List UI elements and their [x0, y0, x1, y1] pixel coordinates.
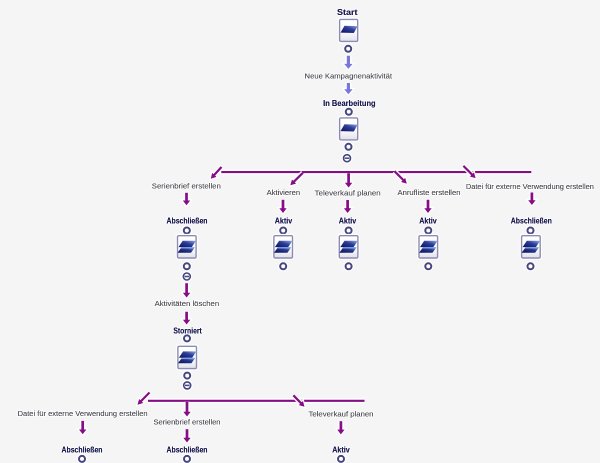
svg-text:Abschließen: Abschließen	[167, 445, 208, 454]
svg-text:Aktiv: Aktiv	[275, 216, 293, 225]
svg-text:In Bearbeitung: In Bearbeitung	[323, 99, 376, 108]
svg-text:Aktivitäten löschen: Aktivitäten löschen	[155, 299, 220, 308]
svg-text:Start: Start	[337, 8, 358, 17]
svg-text:Aktiv: Aktiv	[275, 216, 293, 225]
svg-text:Storniert: Storniert	[173, 327, 202, 336]
svg-text:Anrufliste erstellen: Anrufliste erstellen	[398, 188, 461, 197]
svg-text:Aktivitäten löschen: Aktivitäten löschen	[155, 299, 220, 308]
svg-text:Aktiv: Aktiv	[332, 445, 350, 454]
svg-text:Abschließen: Abschließen	[511, 216, 552, 225]
svg-text:Televerkauf planen: Televerkauf planen	[315, 189, 381, 198]
svg-text:Aktiv: Aktiv	[339, 216, 357, 225]
svg-text:Abschließen: Abschließen	[62, 445, 103, 454]
svg-text:Abschließen: Abschließen	[167, 445, 208, 454]
svg-text:Aktivieren: Aktivieren	[267, 188, 301, 197]
svg-text:Neue Kampagnenaktivität: Neue Kampagnenaktivität	[305, 72, 393, 81]
svg-text:In Bearbeitung: In Bearbeitung	[323, 99, 376, 108]
svg-text:Abschließen: Abschließen	[167, 216, 208, 225]
svg-text:Aktiv: Aktiv	[419, 216, 437, 225]
svg-text:Serienbrief erstellen: Serienbrief erstellen	[152, 181, 221, 190]
svg-text:Datei für externe Verwendung e: Datei für externe Verwendung erstellen	[18, 409, 148, 418]
svg-text:Serienbrief erstellen: Serienbrief erstellen	[154, 418, 221, 427]
svg-text:Televerkauf planen: Televerkauf planen	[315, 189, 381, 198]
svg-text:Abschließen: Abschließen	[62, 445, 103, 454]
svg-text:Serienbrief erstellen: Serienbrief erstellen	[154, 418, 221, 427]
svg-text:Aktiv: Aktiv	[339, 216, 357, 225]
svg-text:Neue Kampagnenaktivität: Neue Kampagnenaktivität	[305, 72, 393, 81]
svg-text:Anrufliste erstellen: Anrufliste erstellen	[398, 188, 461, 197]
svg-text:Aktiv: Aktiv	[332, 445, 350, 454]
svg-text:Start: Start	[337, 8, 358, 17]
svg-text:Abschließen: Abschließen	[167, 216, 208, 225]
svg-text:Aktiv: Aktiv	[419, 216, 437, 225]
svg-text:Datei für externe Verwendung e: Datei für externe Verwendung erstellen	[466, 182, 594, 191]
svg-text:Abschließen: Abschließen	[511, 216, 552, 225]
svg-text:Storniert: Storniert	[173, 327, 202, 336]
svg-text:Datei für externe Verwendung e: Datei für externe Verwendung erstellen	[18, 409, 148, 418]
svg-text:Televerkauf planen: Televerkauf planen	[309, 410, 374, 419]
svg-text:Datei für externe Verwendung e: Datei für externe Verwendung erstellen	[466, 182, 594, 191]
svg-text:Televerkauf planen: Televerkauf planen	[309, 410, 374, 419]
svg-text:Aktivieren: Aktivieren	[267, 188, 301, 197]
svg-text:Serienbrief erstellen: Serienbrief erstellen	[152, 181, 221, 190]
